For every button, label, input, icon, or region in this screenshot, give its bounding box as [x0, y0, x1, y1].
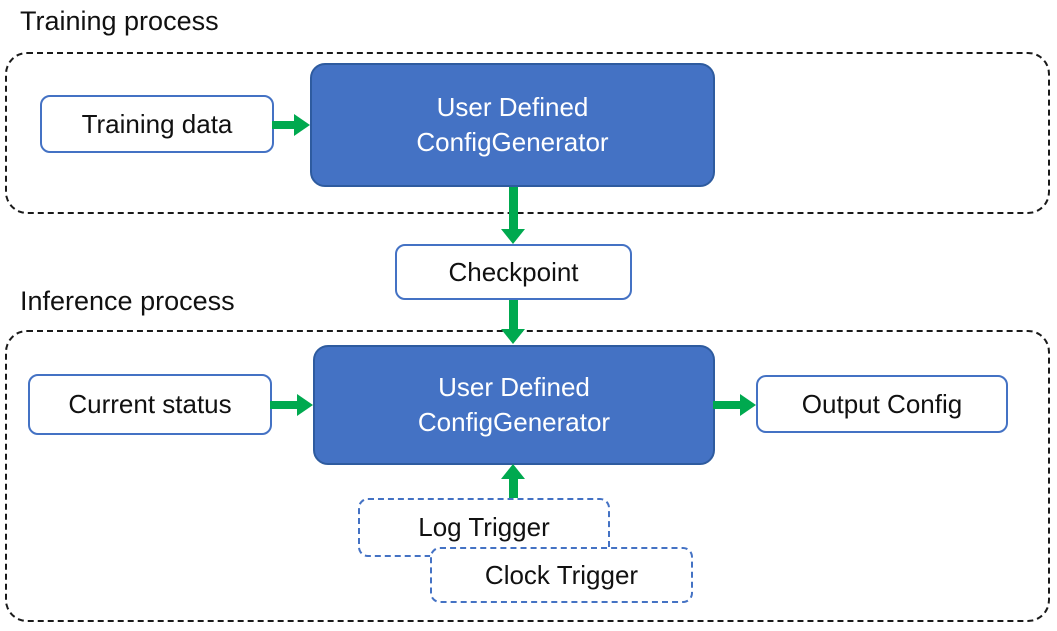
arrow-stem [508, 479, 518, 498]
arrow-head [297, 394, 313, 416]
training-data-node: Training data [40, 95, 274, 153]
config-generator-label-line2: ConfigGenerator [416, 127, 609, 157]
arrow-stem [508, 300, 518, 329]
clock-trigger-label: Clock Trigger [484, 559, 639, 590]
log-trigger-label: Log Trigger [418, 512, 550, 542]
checkpoint-node: Checkpoint [395, 244, 632, 300]
output-config-label: Output Config [801, 388, 963, 419]
arrow-generator-to-output-config [713, 394, 756, 416]
training-process-label: Training process [20, 6, 219, 36]
config-generator-label-line1: User Defined [436, 92, 589, 122]
arrow-stem [270, 401, 297, 409]
config-generator-label-line2: ConfigGenerator [417, 407, 611, 437]
arrow-head [740, 394, 756, 416]
arrow-triggers-to-generator [501, 464, 525, 498]
output-config-node: Output Config [756, 375, 1008, 433]
inference-process-label: Inference process [20, 286, 235, 316]
arrow-generator-to-checkpoint [501, 187, 525, 244]
arrow-head [294, 114, 310, 136]
checkpoint-label: Checkpoint [448, 256, 579, 287]
arrow-head [501, 464, 525, 479]
config-generator-label-line1: User Defined [438, 372, 590, 402]
config-generator-training-node: User Defined ConfigGenerator [310, 63, 715, 187]
arrow-stem [713, 401, 740, 409]
training-data-label: Training data [81, 108, 233, 139]
arrow-head [501, 329, 525, 344]
arrow-stem [508, 187, 518, 229]
arrow-training-data-to-generator [272, 114, 310, 136]
arrow-head [501, 229, 525, 244]
inference-process-container [5, 330, 1050, 622]
current-status-node: Current status [28, 374, 272, 435]
training-process-container [5, 52, 1050, 214]
arrow-stem [272, 121, 294, 129]
arrow-checkpoint-to-generator [501, 300, 525, 344]
arrow-current-status-to-generator [270, 394, 313, 416]
config-generator-inference-node: User Defined ConfigGenerator [313, 345, 715, 465]
current-status-label: Current status [68, 389, 232, 419]
clock-trigger-node: Clock Trigger [430, 547, 693, 603]
